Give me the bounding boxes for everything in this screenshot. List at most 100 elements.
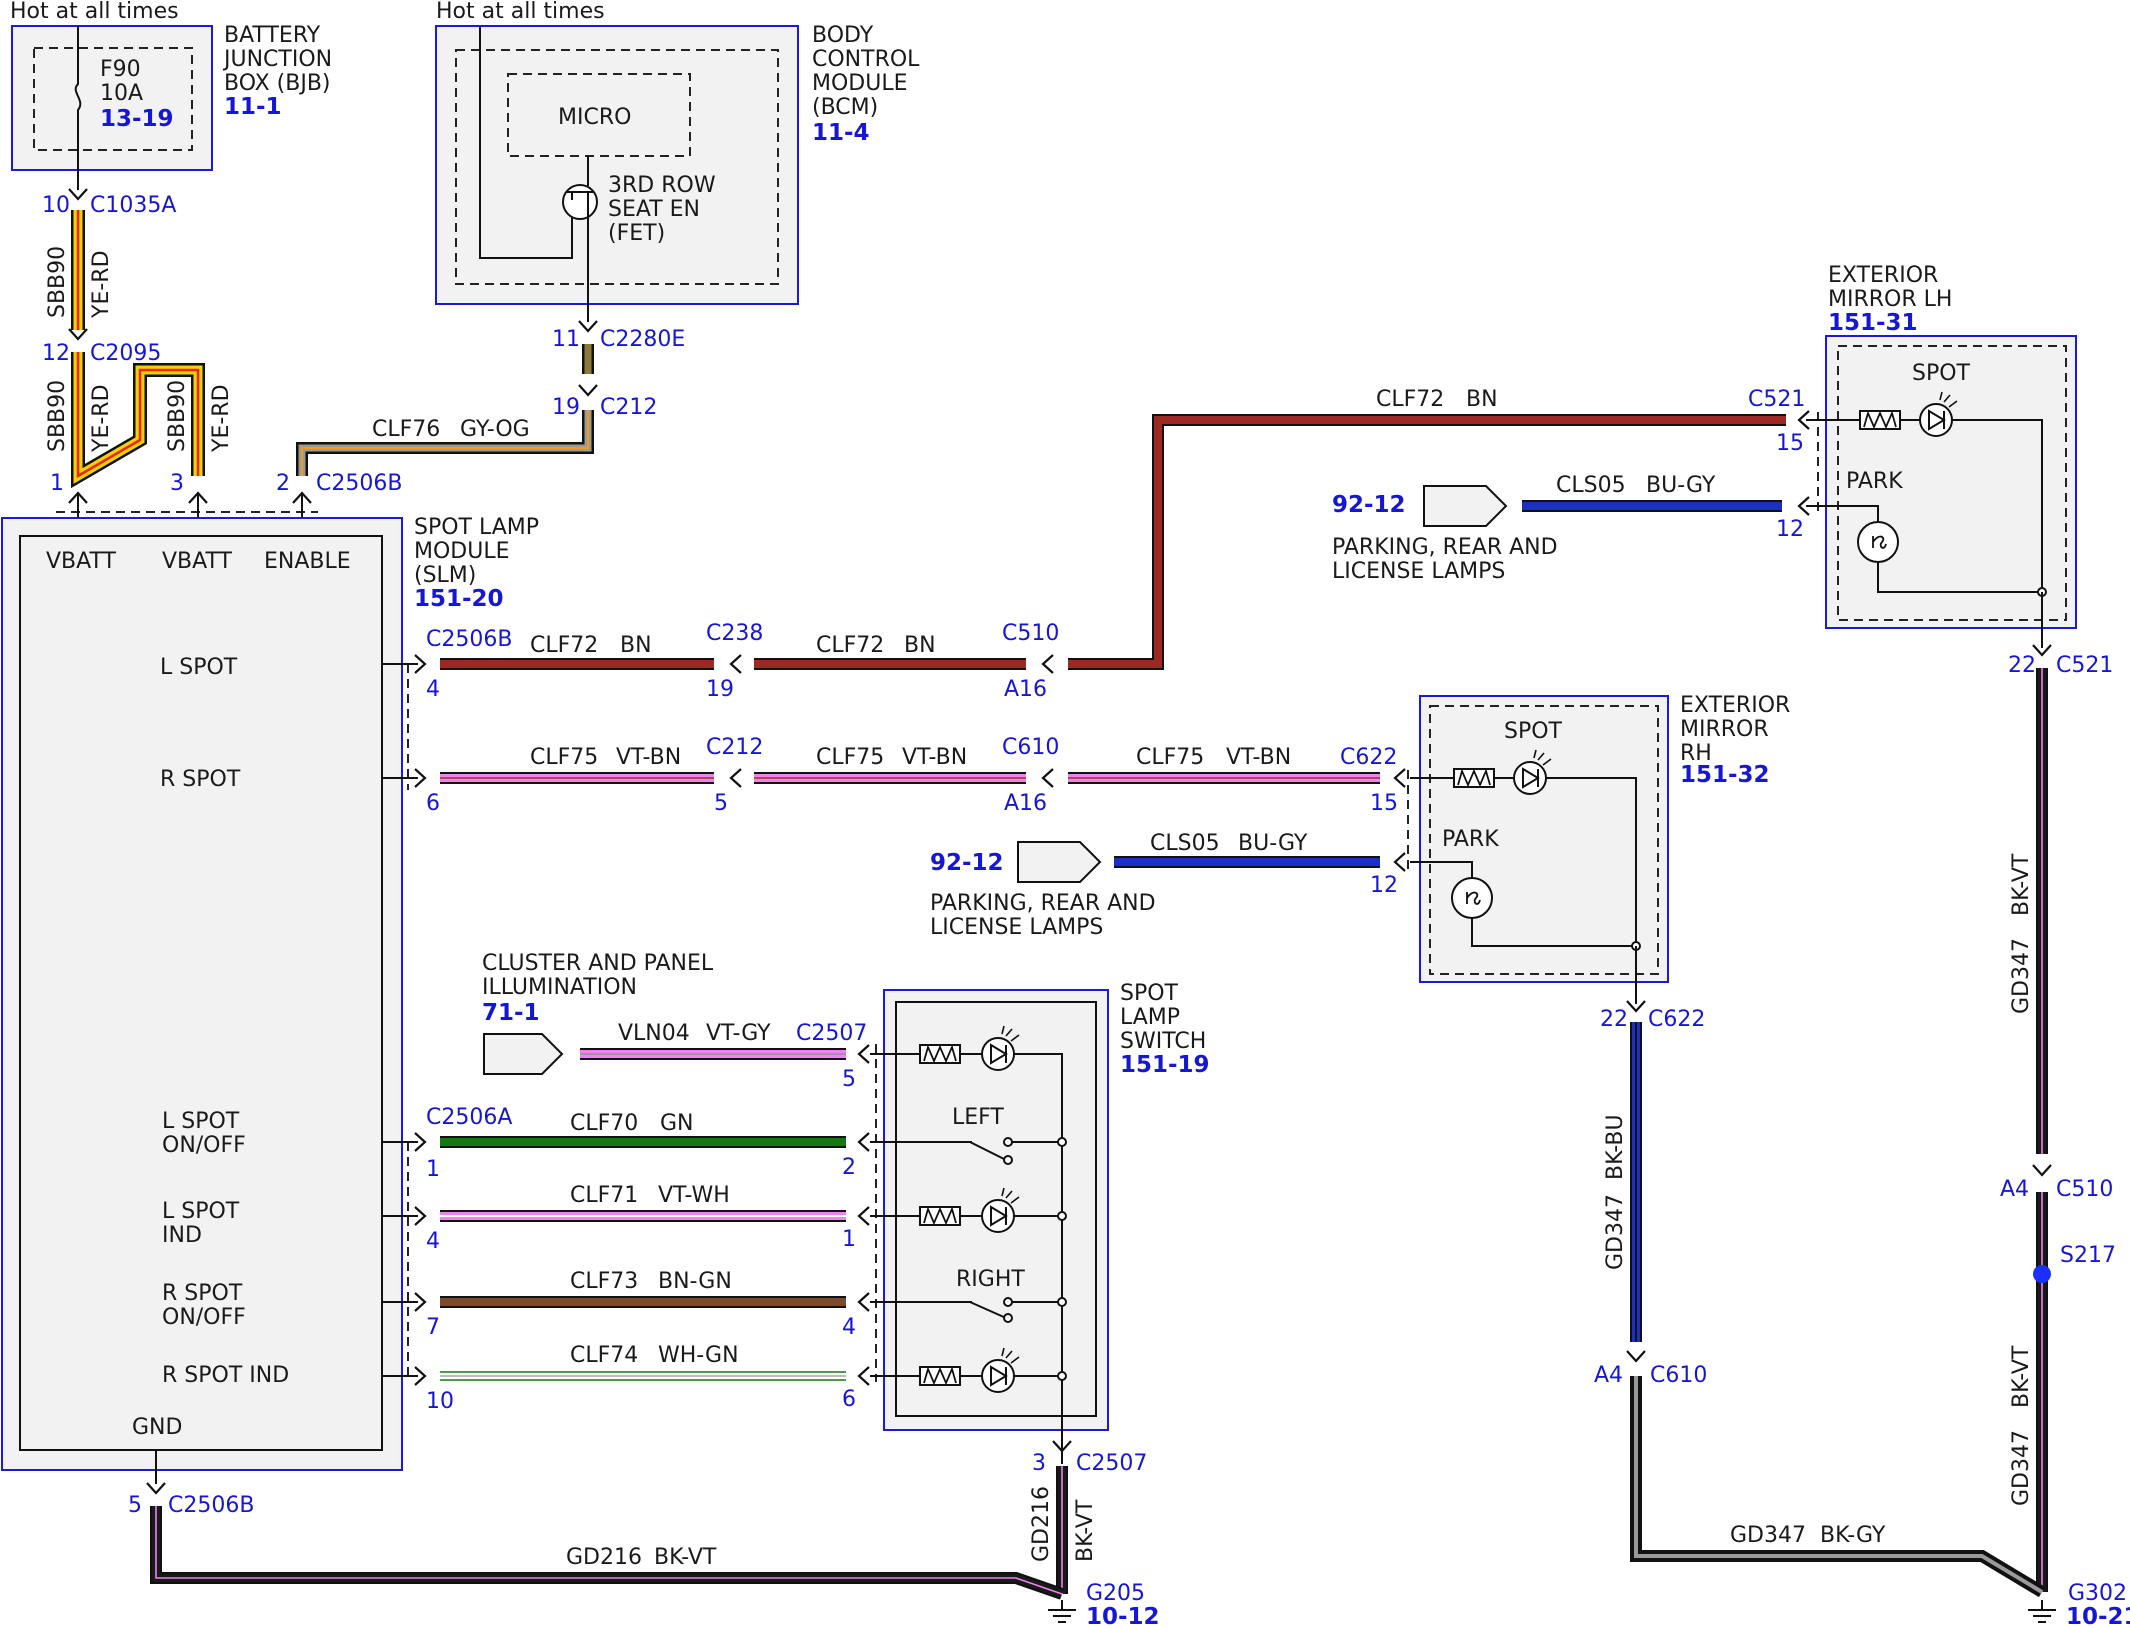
slm-pin-rspot: R SPOT xyxy=(160,767,241,792)
bjb-name-2: JUNCTION xyxy=(222,47,332,72)
fet-label-2: SEAT EN xyxy=(608,197,700,222)
slm-ref[interactable]: 151-20 xyxy=(414,586,504,612)
wire-vln04-color: VT-GY xyxy=(706,1021,771,1046)
bulb-icon-rh-park xyxy=(1451,877,1493,919)
mirror-lh-name-2: MIRROR LH xyxy=(1828,287,1952,312)
pin-c510-a4: A4 xyxy=(2000,1177,2029,1202)
ground-g302: G302 xyxy=(2068,1581,2127,1606)
wire-vln04-id: VLN04 xyxy=(618,1021,690,1046)
slm-name-3: (SLM) xyxy=(414,563,476,588)
bjb-ref[interactable]: 11-1 xyxy=(224,94,282,120)
wire-gd347-c-color: BK-BU xyxy=(1603,1114,1628,1180)
conn-c212-side: C212 xyxy=(706,735,763,760)
switch-right-junction xyxy=(1057,1297,1067,1307)
arrow-c2095 xyxy=(67,327,89,341)
pin-c521-22: 22 xyxy=(2008,653,2036,678)
switch-name-2: LAMP xyxy=(1120,1005,1180,1030)
conn-c2280e: C2280E xyxy=(600,327,685,352)
hot-label-bcm: Hot at all times xyxy=(436,0,605,24)
fet-label-3: (FET) xyxy=(608,221,665,246)
bcm-box xyxy=(435,25,799,305)
bjb-inner xyxy=(33,47,193,151)
switch-right-label: RIGHT xyxy=(956,1267,1025,1292)
wire-clf75-a-color: VT-BN xyxy=(616,745,681,770)
conn-c2095: C2095 xyxy=(90,341,161,366)
resistor-lh xyxy=(1859,410,1901,430)
pin-c212-5: 5 xyxy=(714,791,728,816)
slm-pin-lspot-ind-1: L SPOT xyxy=(162,1199,240,1224)
conn-c2506a: C2506A xyxy=(426,1105,512,1130)
arrow-c212-side xyxy=(729,767,743,789)
ground-g205: G205 xyxy=(1086,1581,1145,1606)
wire-clf73-id: CLF73 xyxy=(570,1269,638,1294)
wire-gd347-d-id: GD347 xyxy=(1730,1523,1806,1548)
bjb-box xyxy=(11,25,213,171)
arrow-c2507-2 xyxy=(857,1131,871,1153)
pin-c622-12: 12 xyxy=(1370,873,1398,898)
pin-slm-1: 1 xyxy=(50,471,64,496)
wire-sbb90-a-id: SBB90 xyxy=(45,246,70,318)
slm-pin-enable: ENABLE xyxy=(264,549,351,574)
wire-clf70-id: CLF70 xyxy=(570,1111,638,1136)
arrow-slm-gnd xyxy=(145,1481,167,1495)
mirror-rh-park-return xyxy=(1471,918,1636,947)
mirror-lh-ref[interactable]: 151-31 xyxy=(1828,310,1918,336)
pin-rspot-6: 6 xyxy=(426,791,440,816)
parking-ref-2[interactable]: 92-12 xyxy=(930,850,1004,876)
wire-sbb90-c-color: YE-RD xyxy=(209,384,234,453)
mirror-rh-name-2: MIRROR xyxy=(1680,717,1769,742)
pin-clf70-1: 1 xyxy=(426,1157,440,1182)
switch-ref[interactable]: 151-19 xyxy=(1120,1052,1210,1078)
ground-g205-ref[interactable]: 10-12 xyxy=(1086,1604,1160,1628)
bcm-name-4: (BCM) xyxy=(812,95,878,120)
arrow-c2507-5 xyxy=(857,1043,871,1065)
mirror-rh-ref[interactable]: 151-32 xyxy=(1680,762,1770,788)
arrow-c622-15 xyxy=(1393,767,1407,789)
conn-c238: C238 xyxy=(706,621,763,646)
cluster-ref[interactable]: 71-1 xyxy=(482,1000,540,1026)
conn-c1035a: C1035A xyxy=(90,193,176,218)
bcm-ref[interactable]: 11-4 xyxy=(812,120,870,146)
slm-pin-lspot-onoff-1: L SPOT xyxy=(162,1109,240,1134)
conn-c610-top: C610 xyxy=(1002,735,1059,760)
pin-c510-a16: A16 xyxy=(1004,677,1047,702)
slm-name-1: SPOT LAMP xyxy=(414,515,539,540)
wire-clf72-a-color: BN xyxy=(620,633,652,658)
pin-c2507-4: 4 xyxy=(842,1315,856,1340)
arrow-c2507-4 xyxy=(857,1291,871,1313)
fuse-ref[interactable]: 13-19 xyxy=(100,106,174,132)
fet-symbol xyxy=(562,184,598,220)
pin-c521-12: 12 xyxy=(1776,517,1804,542)
mirror-lh-box xyxy=(1825,335,2077,629)
wire-gd216-b-color: BK-VT xyxy=(654,1545,717,1570)
conn-c2506b-bottom: C2506B xyxy=(168,1493,254,1518)
wire-clf72-c-fill xyxy=(1068,416,1786,668)
ref-arrow-parking-1 xyxy=(1423,485,1508,527)
slm-pin-rspot-onoff-2: ON/OFF xyxy=(162,1305,246,1330)
parking-ref-1[interactable]: 92-12 xyxy=(1332,492,1406,518)
bcm-inner xyxy=(455,49,779,285)
bjb-name-3: BOX (BJB) xyxy=(224,71,331,96)
mirror-rh-spot-label: SPOT xyxy=(1504,719,1563,744)
switch-common-bus xyxy=(1014,1053,1063,1464)
pin-c610-a4: A4 xyxy=(1594,1363,1623,1388)
wire-clf74-id: CLF74 xyxy=(570,1343,638,1368)
ground-g302-ref[interactable]: 10-21 xyxy=(2066,1604,2130,1628)
wire-clf72-a-id: CLF72 xyxy=(530,633,598,658)
mirror-lh-spot-return xyxy=(1952,419,2043,592)
bcm-name-2: CONTROL xyxy=(812,47,920,72)
slm-pin-lspot-onoff-2: ON/OFF xyxy=(162,1133,246,1158)
conn-c521-top: C521 xyxy=(1748,387,1805,412)
ground-icon-g302 xyxy=(2027,1599,2057,1623)
wire-cls05-a-color: BU-GY xyxy=(1646,473,1716,498)
switch-left-label: LEFT xyxy=(952,1105,1004,1130)
pin-slm-gnd: 5 xyxy=(128,1493,142,1518)
switch-left-pole xyxy=(1003,1155,1013,1165)
switch-name-1: SPOT xyxy=(1120,981,1179,1006)
wire-gd347-d-stripe xyxy=(1634,1376,2044,1594)
conn-slm-c2506b-top: C2506B xyxy=(316,471,402,496)
slm-pin-vbatt-1: VBATT xyxy=(46,549,117,574)
mirror-lh-spot-label: SPOT xyxy=(1912,361,1971,386)
switch-lind-junction xyxy=(1057,1211,1067,1221)
